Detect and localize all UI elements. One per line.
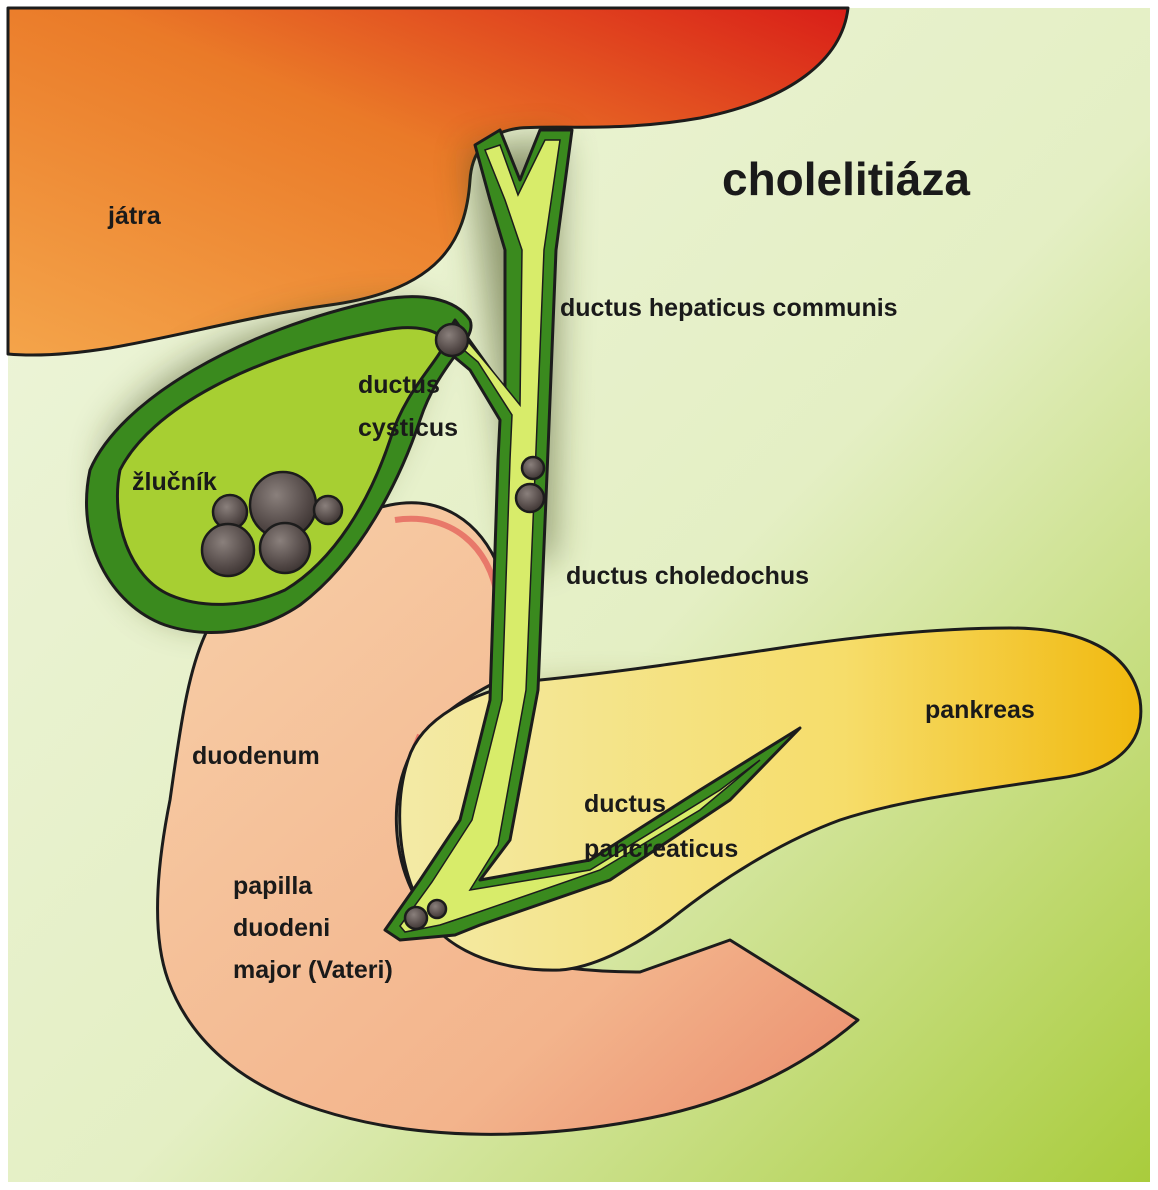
- diagram-title: cholelitiáza: [722, 153, 970, 205]
- gallstone-papilla: [405, 907, 427, 929]
- label-gallbladder: žlučník: [132, 468, 217, 496]
- label-pancreatic-duct-line2: pancreaticus: [584, 835, 738, 863]
- label-hepatic-duct: ductus hepaticus communis: [560, 294, 898, 322]
- gallstone-papilla: [428, 900, 446, 918]
- label-bile-duct: ductus choledochus: [566, 562, 809, 590]
- label-papilla-line2: duodeni: [233, 914, 330, 942]
- gallstone: [314, 496, 342, 524]
- label-duodenum: duodenum: [192, 742, 320, 770]
- label-cystic-duct-line2: cysticus: [358, 414, 458, 442]
- gallstone: [202, 524, 254, 576]
- label-pancreatic-duct-line1: ductus: [584, 790, 666, 818]
- gallstone-cystic-duct: [436, 324, 468, 356]
- gallstone-choledochus: [516, 484, 544, 512]
- gallstone-choledochus: [522, 457, 544, 479]
- label-pancreas: pankreas: [925, 696, 1035, 724]
- label-papilla-line1: papilla: [233, 872, 313, 900]
- label-papilla-line3: major (Vateri): [233, 956, 393, 984]
- label-cystic-duct-line1: ductus: [358, 371, 440, 399]
- gallstone: [260, 523, 310, 573]
- label-liver: játra: [107, 202, 162, 230]
